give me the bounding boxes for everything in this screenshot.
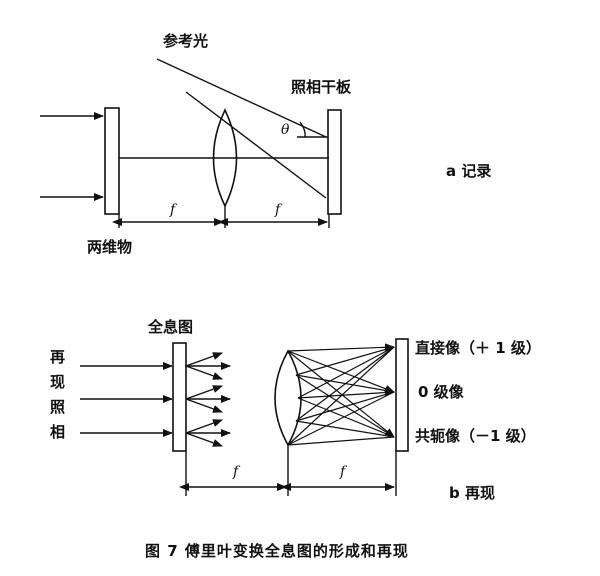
recording-setup xyxy=(40,58,342,228)
reference-beam-2 xyxy=(185,91,327,199)
photo-plate-label: 照相干板 xyxy=(291,78,352,96)
diffraction-fan-3 xyxy=(185,419,231,447)
reconstruction-rays xyxy=(287,343,395,446)
photo-plate xyxy=(327,109,342,215)
conjugate-image-label: 共轭像（－1 级） xyxy=(415,427,536,445)
lens-b xyxy=(274,349,302,447)
panel-a-label: a 记录 xyxy=(446,162,491,180)
illum-char-3: 照 xyxy=(50,398,65,416)
zero-order-label: 0 级像 xyxy=(418,383,465,401)
object-label: 两维物 xyxy=(87,238,132,256)
illum-char-1: 再 xyxy=(50,348,65,366)
hologram-label: 全息图 xyxy=(147,318,193,336)
reconstruction-setup xyxy=(80,338,409,496)
illum-char-4: 相 xyxy=(50,423,65,441)
hologram-plate xyxy=(172,342,187,452)
diffraction-fan-2 xyxy=(185,385,231,413)
direct-image-label: 直接像（＋ 1 级） xyxy=(415,339,541,357)
panel-b-label: b 再现 xyxy=(449,484,495,502)
focal-length-label-b2: f xyxy=(339,464,348,480)
image-screen xyxy=(395,338,409,452)
reference-light-label: 参考光 xyxy=(163,32,208,50)
figure-caption: 图 7 傅里叶变换全息图的形成和再现 xyxy=(145,542,409,560)
focal-length-label-a2: f xyxy=(274,202,283,218)
focal-length-label-b1: f xyxy=(232,464,241,480)
illum-char-2: 现 xyxy=(50,373,65,391)
reference-beam-1 xyxy=(156,58,327,138)
theta-arc xyxy=(299,121,306,138)
diffraction-fan-1 xyxy=(185,352,231,380)
object-plate xyxy=(104,107,120,215)
theta-label: θ xyxy=(281,122,290,138)
focal-length-label-a1: f xyxy=(169,202,178,218)
